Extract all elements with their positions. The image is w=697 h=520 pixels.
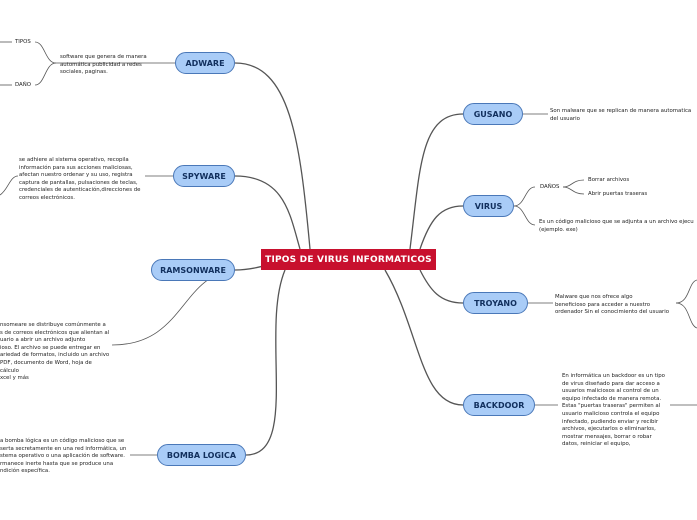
troyano-description: Malware que nos ofrece algo beneficioso … bbox=[555, 294, 670, 316]
virus-dano-borrar: Borrar archivos bbox=[588, 177, 630, 183]
node-troyano[interactable]: TROYANO bbox=[463, 292, 528, 314]
adware-tipos: TIPOS bbox=[15, 39, 31, 45]
adware-description: software que genera de manera automática… bbox=[60, 54, 147, 76]
link-bomba bbox=[245, 269, 286, 456]
link-virus bbox=[419, 205, 464, 250]
node-backdoor[interactable]: BACKDOOR bbox=[463, 394, 535, 416]
link-troyano bbox=[419, 269, 464, 304]
virus-danos: DAÑOS bbox=[540, 184, 560, 190]
virus-dano-puertas: Abrir puertas traseras bbox=[588, 191, 648, 197]
bomba-description: a bomba lógica es un código malicioso qu… bbox=[0, 438, 127, 475]
link-spyware bbox=[234, 175, 301, 250]
node-virus[interactable]: VIRUS bbox=[463, 195, 514, 217]
central-topic[interactable]: TIPOS DE VIRUS INFORMATICOS bbox=[261, 249, 436, 270]
link-gusano bbox=[409, 113, 464, 250]
spyware-description: se adhiere al sistema operativo, recopil… bbox=[19, 157, 141, 201]
gusano-description: Son malware que se replican de manera au… bbox=[550, 108, 692, 122]
virus-description: Es un código malicioso que se adjunta a … bbox=[539, 219, 694, 233]
node-spyware[interactable]: SPYWARE bbox=[173, 165, 235, 187]
node-ransomware[interactable]: RAMSONWARE bbox=[151, 259, 235, 281]
link-backdoor bbox=[384, 269, 464, 406]
backdoor-description: En informática un backdoor es un tipo de… bbox=[562, 373, 665, 448]
node-bomba-logica[interactable]: BOMBA LOGICA bbox=[157, 444, 246, 466]
adware-dano: DAÑO bbox=[15, 82, 32, 88]
ransomware-description: nsomeare se distribuye comúnmente a s de… bbox=[0, 322, 110, 382]
node-adware[interactable]: ADWARE bbox=[175, 52, 235, 74]
link-adware bbox=[234, 62, 311, 250]
node-gusano[interactable]: GUSANO bbox=[463, 103, 523, 125]
